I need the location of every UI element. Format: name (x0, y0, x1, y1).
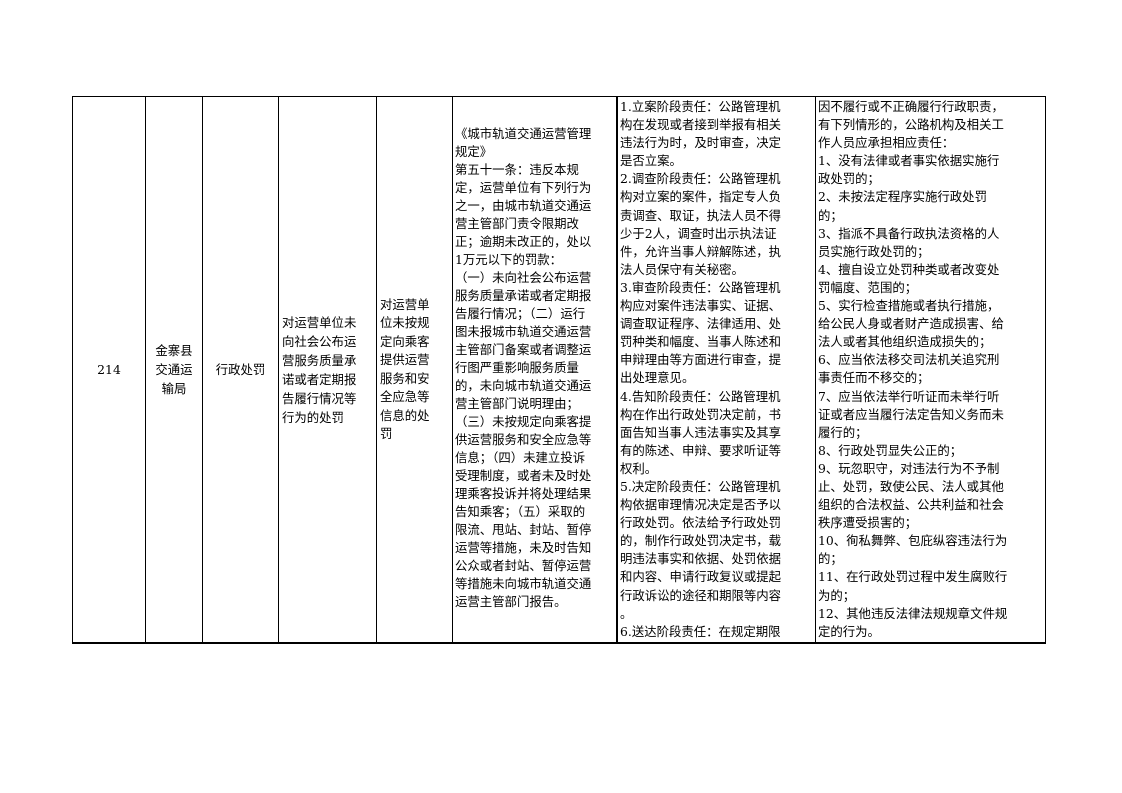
responsibility-cell: 1.立案阶段责任：公路管理机 构在发现或者接到举报有相关 违法行为时，及时审查，… (618, 97, 815, 642)
column-divider-3 (278, 96, 279, 643)
legal-basis-cell: 《城市轨道交通运营管理 规定》 第五十一条：违反本规 定，运营单位有下列行为 之… (453, 97, 616, 642)
item-name-cell: 对运营单位未 向社会公布运 营服务质量承 诺或者定期报 告履行情况等 行为的处罚 (279, 97, 376, 642)
column-divider-7 (815, 96, 816, 643)
table-left-border (72, 96, 73, 643)
row-number-cell: 214 (73, 97, 145, 642)
legal-basis-text: 《城市轨道交通运营管理 规定》 第五十一条：违反本规 定，运营单位有下列行为 之… (455, 126, 592, 609)
table-bottom-border (72, 642, 1046, 644)
column-divider-1 (145, 96, 146, 643)
sub-item-name: 对运营单 位未按规 定向乘客 提供运营 服务和安 全应急等 信息的处 罚 (380, 296, 430, 442)
accountability-cell: 因不履行或不正确履行行政职责， 有下列情形的，公路机构及相关工 作人员应承担相应… (816, 97, 1045, 642)
row-number: 214 (97, 361, 121, 377)
power-category: 行政处罚 (215, 361, 266, 377)
category-cell: 行政处罚 (203, 97, 278, 642)
responsibility-text: 1.立案阶段责任：公路管理机 构在发现或者接到举报有相关 违法行为时，及时审查，… (620, 99, 782, 639)
column-divider-6 (616, 96, 618, 643)
department-cell: 金寨县 交通运 输局 (146, 97, 202, 642)
item-name: 对运营单位未 向社会公布运 营服务质量承 诺或者定期报 告履行情况等 行为的处罚 (282, 314, 357, 425)
table-top-border (72, 96, 1046, 97)
table-right-border (1045, 96, 1046, 643)
accountability-text: 因不履行或不正确履行行政职责， 有下列情形的，公路机构及相关工 作人员应承担相应… (818, 99, 1008, 639)
column-divider-5 (452, 96, 453, 643)
department-name: 金寨县 交通运 输局 (155, 343, 193, 396)
column-divider-2 (202, 96, 203, 643)
column-divider-4 (376, 96, 377, 643)
sub-item-cell: 对运营单 位未按规 定向乘客 提供运营 服务和安 全应急等 信息的处 罚 (377, 97, 452, 642)
